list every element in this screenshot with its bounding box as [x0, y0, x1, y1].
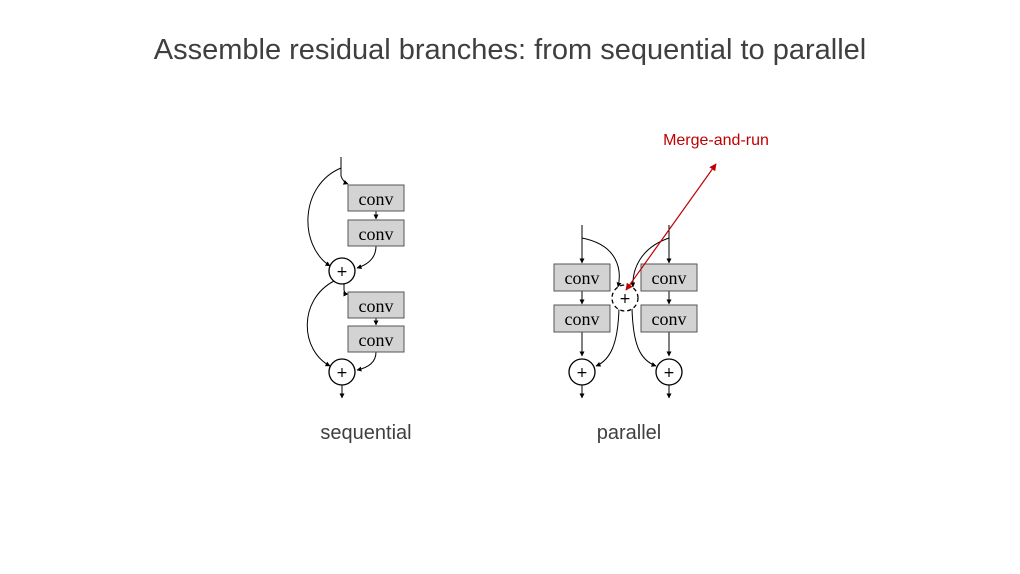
conv-label: conv [359, 224, 394, 244]
plus-label: + [663, 365, 675, 381]
conv-label: conv [652, 309, 687, 329]
seq-conv-block-4: conv [347, 325, 405, 353]
par-left-add-node: + [568, 358, 596, 386]
merge-node: + [611, 284, 639, 312]
seq-conv-block-2: conv [347, 219, 405, 247]
seq-conv-block-1: conv [347, 184, 405, 212]
plus-label: + [619, 291, 631, 307]
seq-add-node-1: + [328, 257, 356, 285]
par-merge-to-left-add-edge [595, 307, 620, 367]
plus-label: + [336, 264, 348, 280]
seq-edge-to-add-2 [356, 351, 377, 372]
seq-add-node-2: + [328, 358, 356, 386]
plus-label: + [336, 365, 348, 381]
par-right-conv-block-1: conv [640, 263, 698, 292]
conv-label: conv [359, 330, 394, 350]
par-right-conv-block-2: conv [640, 304, 698, 333]
par-left-conv-block-1: conv [553, 263, 611, 292]
conv-label: conv [359, 189, 394, 209]
plus-label: + [576, 365, 588, 381]
seq-skip-edge-1 [307, 167, 342, 267]
sequential-caption: sequential [320, 422, 411, 444]
par-merge-to-right-add-edge [631, 307, 657, 367]
annotation-arrow [625, 163, 717, 291]
conv-label: conv [359, 296, 394, 316]
seq-edge-add1-to-conv [343, 284, 349, 297]
conv-label: conv [565, 309, 600, 329]
slide-title: Assemble residual branches: from sequent… [153, 34, 867, 66]
seq-conv-block-3: conv [347, 291, 405, 319]
par-left-conv-block-2: conv [553, 304, 611, 333]
seq-skip-edge-2 [306, 280, 335, 367]
seq-edge-to-add-1 [356, 245, 377, 270]
seq-input-edge [340, 157, 349, 185]
par-right-add-node: + [655, 358, 683, 386]
sequential-diagram: conv conv + conv conv + sequenti [306, 157, 412, 444]
parallel-caption: parallel [597, 422, 661, 444]
conv-label: conv [652, 268, 687, 288]
merge-and-run-annotation: Merge-and-run [625, 132, 769, 291]
conv-label: conv [565, 268, 600, 288]
parallel-diagram: conv conv conv conv + + [553, 225, 698, 444]
annotation-label: Merge-and-run [663, 132, 769, 149]
par-left-to-merge-edge [581, 237, 622, 288]
